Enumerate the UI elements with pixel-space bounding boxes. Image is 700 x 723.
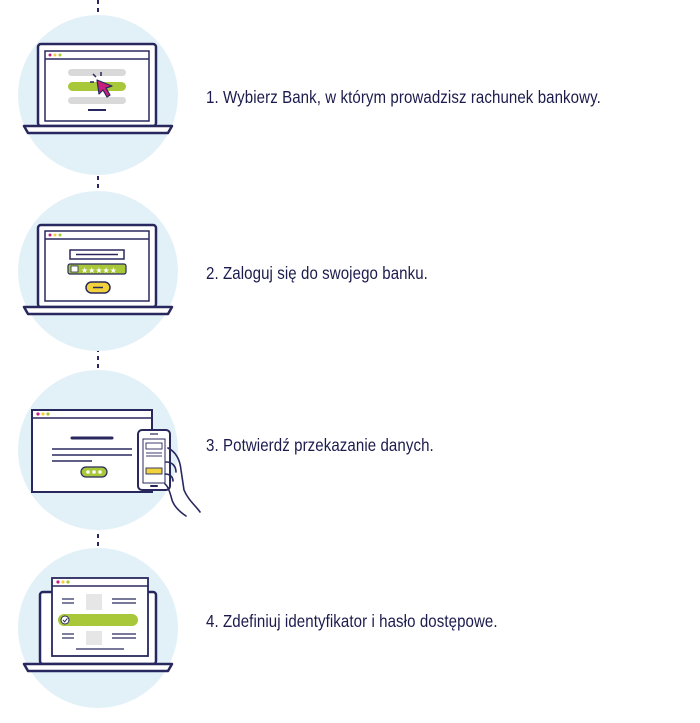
- step-4-label: 4. Zdefiniuj identyfikator i hasło dostę…: [206, 611, 498, 631]
- step-1-label: 1. Wybierz Bank, w którym prowadzisz rac…: [206, 87, 601, 107]
- cursor-icon: [90, 72, 113, 98]
- step-3-label: 3. Potwierdź przekazanie danych.: [206, 435, 434, 455]
- step-1-icon: [18, 15, 178, 175]
- svg-text:★★★★★: ★★★★★: [81, 266, 117, 275]
- step-2-label: 2. Zaloguj się do swojego banku.: [206, 263, 428, 283]
- step-2-icon: ★★★★★: [18, 191, 178, 351]
- step-3-icon: [18, 370, 201, 530]
- step-4-icon: [18, 548, 178, 708]
